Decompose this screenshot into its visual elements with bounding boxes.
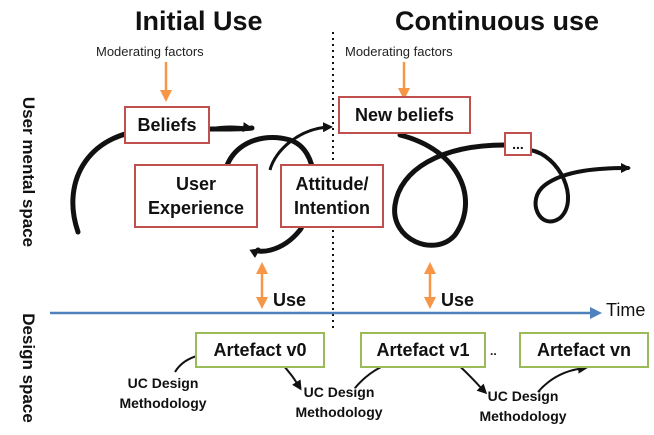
spiral-loop-middle (221, 135, 317, 259)
methodology-label-1: UC Design Methodology (119, 375, 207, 412)
timeline-label: Time (606, 300, 646, 320)
artefact-vn-label: Artefact vn (536, 339, 632, 360)
artefact-vn-box: Artefact vn (519, 332, 649, 368)
spiral-loop-continuous (392, 132, 508, 248)
ellipsis-label: ... (512, 136, 524, 152)
moderating-factors-left: Moderating factors (96, 44, 204, 59)
heading-initial-use: Initial Use (135, 6, 263, 36)
spiral-loop-to-new-beliefs (268, 122, 333, 171)
moderating-factors-right: Moderating factors (345, 44, 453, 59)
methodology-label-2: UC Design Methodology (295, 384, 383, 421)
use-label-left: Use (273, 290, 307, 310)
user-experience-box: User Experience (134, 164, 258, 228)
label-design-space: Design space (19, 313, 38, 423)
label-user-mental-space: User mental space (19, 96, 38, 248)
artefact-v1-label: Artefact v1 (376, 339, 470, 360)
artefact-v0-label: Artefact v0 (213, 339, 307, 360)
artefact-v1-box: Artefact v1 (360, 332, 486, 368)
spiral-arrow-to-beliefs-right (211, 122, 253, 133)
new-beliefs-label: New beliefs (354, 104, 455, 125)
beliefs-label: Beliefs (137, 114, 197, 135)
spiral-loop-final (528, 148, 631, 224)
artefact-between-ellipsis: .. (490, 344, 497, 358)
beliefs-box: Beliefs (124, 106, 210, 144)
methodology-label-3: UC Design Methodology (479, 388, 567, 425)
use-label-right: Use (441, 290, 475, 310)
method-arrow-5 (537, 363, 588, 393)
new-beliefs-box: New beliefs (338, 96, 471, 134)
attitude-intention-box: Attitude/ Intention (280, 164, 384, 228)
attitude-intention-label: Attitude/ Intention (294, 173, 370, 218)
heading-continuous-use: Continuous use (395, 6, 599, 36)
ellipsis-box: ... (504, 132, 532, 156)
artefact-v0-box: Artefact v0 (195, 332, 325, 368)
user-experience-label: User Experience (147, 173, 245, 218)
